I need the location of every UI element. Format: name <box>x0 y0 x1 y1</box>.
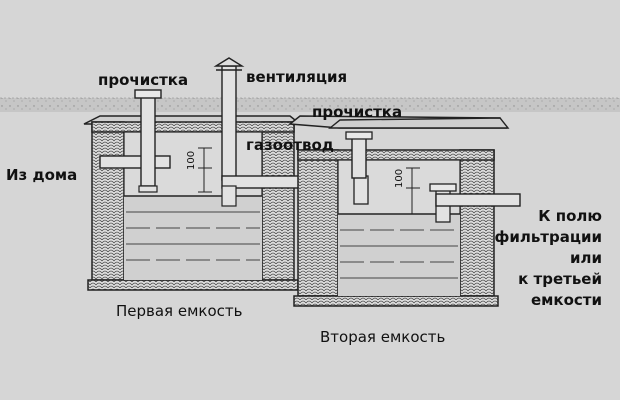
outlet-line-5: емкости <box>530 291 602 309</box>
ground-surface <box>0 98 620 112</box>
from-house-label: Из дома <box>6 166 78 184</box>
outlet-destination-label: К полю фильтрации или к третьей емкости <box>478 206 602 311</box>
tank-2-water <box>338 214 460 296</box>
gas-outlet-label: газоотвод <box>246 136 334 154</box>
dimension-label-2: 100 <box>394 169 405 188</box>
tank-2-outlet-pipe <box>435 193 521 207</box>
ventilation-pipe <box>221 65 237 181</box>
ventilation-cap <box>213 57 245 67</box>
dimension-label-1: 100 <box>186 151 197 170</box>
tank-2-left-wall <box>297 149 339 297</box>
tank-1-dimension <box>198 147 212 193</box>
outlet-line-3: или <box>569 249 602 267</box>
tank-1-caption: Первая емкость <box>116 302 243 320</box>
cleanout-label-1: прочистка <box>98 71 189 89</box>
tank-1-floor <box>87 279 299 291</box>
second-tank <box>288 115 521 307</box>
first-tank <box>83 57 369 291</box>
tank-2-caption: Вторая емкость <box>320 328 446 346</box>
outlet-line-1: К полю <box>538 207 602 225</box>
ventilation-label: вентиляция <box>246 68 348 86</box>
tank-2-right-wall <box>459 149 495 297</box>
tank-1-right-wall <box>261 121 295 281</box>
tank-2-floor <box>293 295 499 307</box>
tank-1-inlet-pipe <box>99 155 171 169</box>
outlet-line-4: к третьей <box>518 270 602 288</box>
tank-1-left-wall <box>91 121 125 281</box>
outlet-line-2: фильтрации <box>494 228 602 246</box>
tank-2-dimension <box>406 167 420 215</box>
tank-1-cleanout-pipe <box>140 95 156 187</box>
tank-1-lid <box>91 121 295 133</box>
cleanout-label-2: прочистка <box>312 103 403 121</box>
tank-2-cleanout-pipe <box>351 135 367 179</box>
tank-1-water <box>124 196 262 280</box>
